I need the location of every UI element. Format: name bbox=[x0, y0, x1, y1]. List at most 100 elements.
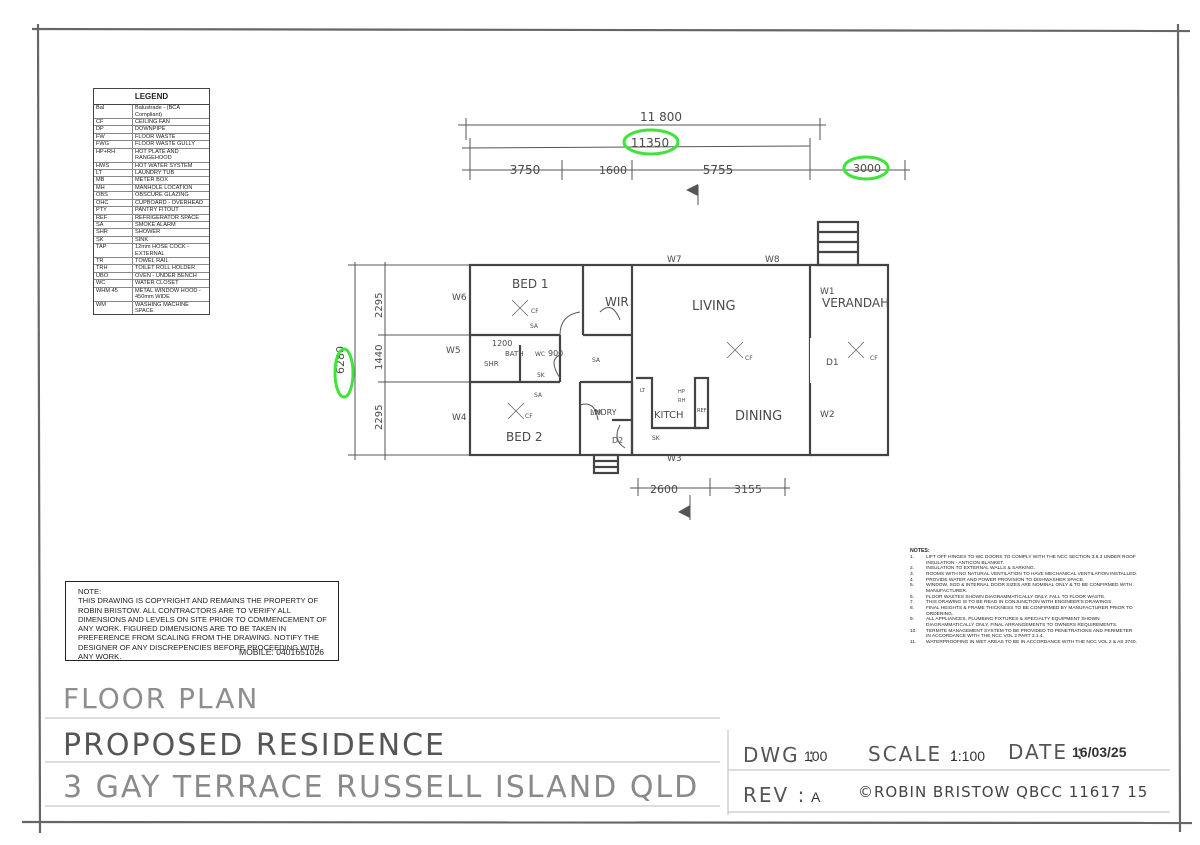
svg-text:REF: REF bbox=[697, 408, 707, 414]
svg-text:CF: CF bbox=[531, 308, 539, 315]
legend-code: MB bbox=[94, 177, 133, 184]
legend-desc: FLOOR WASTE bbox=[135, 133, 176, 140]
north-arrow-top bbox=[686, 184, 698, 196]
room-lndry: LNDRY bbox=[590, 408, 617, 417]
legend-title: LEGEND bbox=[94, 89, 209, 106]
north-arrow-bottom bbox=[678, 505, 690, 518]
project-address: 3 GAY TERRACE RUSSELL ISLAND QLD bbox=[63, 770, 700, 805]
svg-text:W7: W7 bbox=[667, 255, 682, 265]
dim-main: 11350 bbox=[631, 136, 669, 150]
dim-side-2: 1440 bbox=[374, 345, 385, 370]
svg-text:W3: W3 bbox=[667, 454, 682, 464]
dwg-label: DWG : bbox=[743, 743, 817, 767]
dim-overall: 11 800 bbox=[640, 110, 682, 124]
legend-code: FWG bbox=[94, 141, 133, 148]
dim-side-1: 2295 bbox=[374, 293, 385, 318]
svg-text:D1: D1 bbox=[826, 358, 839, 368]
legend-code: TRH bbox=[94, 265, 133, 272]
svg-text:SA: SA bbox=[530, 323, 539, 330]
legend-code: REF bbox=[94, 214, 133, 221]
svg-text:HP: HP bbox=[678, 389, 685, 395]
legend-desc: FLOOR WASTE GULLY bbox=[135, 141, 195, 148]
legend-desc: 12mm HOSE COCK - EXTERNAL bbox=[135, 244, 190, 257]
note-text: Window, SGD & internal door sizes are no… bbox=[926, 583, 1133, 595]
legend-desc: CUPBOARD - OVERHEAD bbox=[135, 199, 204, 206]
legend-desc: CEILING FAN bbox=[135, 119, 170, 126]
svg-text:CF: CF bbox=[745, 355, 753, 362]
dim-seg-1: 3750 bbox=[510, 163, 541, 177]
svg-text:W5: W5 bbox=[446, 346, 461, 356]
legend-code: WC bbox=[94, 280, 133, 287]
legend-code: CF bbox=[94, 119, 133, 126]
sheet-border bbox=[21, 23, 1193, 834]
note-text: All appliances, plumbing fixtures & spec… bbox=[926, 617, 1118, 628]
svg-text:SK: SK bbox=[537, 372, 546, 379]
copyright-mobile: MOBILE: 0401651026 bbox=[238, 646, 324, 657]
legend-desc: LAUNDRY TUB bbox=[135, 169, 175, 176]
room-wc: WC bbox=[535, 351, 545, 358]
legend-desc: Balustrade - (BCA Compliant) bbox=[135, 105, 180, 118]
legend-desc: WATER CLOSET bbox=[135, 280, 179, 287]
note-number: 10. bbox=[910, 628, 917, 634]
dim-seg-2: 1600 bbox=[599, 164, 627, 177]
note-item: 4.Provide water and power provision to d… bbox=[910, 578, 1138, 584]
title-block-lines bbox=[45, 717, 1170, 815]
svg-text:W2: W2 bbox=[820, 410, 835, 420]
dim-bottom-1: 2600 bbox=[650, 483, 678, 496]
legend-desc: DOWNPIPE bbox=[135, 126, 166, 133]
legend-desc: MANHOLE LOCATION bbox=[135, 184, 193, 191]
note-number: 6. bbox=[910, 594, 915, 600]
note-item: 9.All appliances, plumbing fixtures & sp… bbox=[910, 617, 1138, 628]
legend-desc: WASHING MACHINE SPACE bbox=[135, 301, 189, 314]
dimensions-left bbox=[348, 262, 470, 460]
legend-code: Bal bbox=[94, 105, 133, 119]
dwg-value: 100 bbox=[804, 748, 828, 764]
legend-desc: METER BOX bbox=[135, 177, 168, 184]
note-number: 2. bbox=[910, 566, 915, 572]
note-number: 4. bbox=[910, 577, 915, 583]
opening-labels: W7 W8 W1 W2 W3 W4 W5 W6 D1 D2 bbox=[446, 255, 839, 464]
note-number: 8. bbox=[910, 606, 915, 612]
legend-desc: HOT WATER SYSTEM bbox=[135, 162, 193, 169]
room-dining: DINING bbox=[735, 409, 782, 424]
note-text: Final heights & frame thickness to be co… bbox=[926, 606, 1133, 617]
scale-label: SCALE : bbox=[868, 742, 960, 766]
legend-code: WHM 45 bbox=[94, 287, 133, 301]
room-wir: WIR bbox=[605, 295, 629, 309]
svg-text:CF: CF bbox=[870, 355, 878, 362]
note-item: 1.Lift off hinges to WC doors to comply … bbox=[910, 555, 1138, 566]
note-item: 10. Termite management system to be provi… bbox=[910, 629, 1138, 640]
fixture-labels: CF CF CF CF SA SA SA SK SK REF WM HP RH … bbox=[525, 308, 878, 442]
room-kitch: KITCH bbox=[654, 410, 684, 421]
notes-rows: 1.Lift off hinges to WC doors to comply … bbox=[910, 555, 1138, 646]
room-labels: BED 1 WIR LIVING VERANDAH DINING KITCH L… bbox=[484, 277, 889, 444]
svg-text:W6: W6 bbox=[452, 293, 467, 303]
note-item: 8. Final heights & frame thickness to be … bbox=[910, 606, 1138, 617]
dim-bath: 1200 bbox=[492, 339, 512, 348]
dimensions-top bbox=[458, 118, 910, 205]
note-text: Termite management system to be provided… bbox=[926, 628, 1133, 640]
note-text: Lift off hinges to WC doors to comply wi… bbox=[926, 555, 1136, 566]
legend-desc: TOWEL RAIL bbox=[135, 258, 169, 265]
door-swings bbox=[553, 307, 626, 449]
legend-code: HWS bbox=[94, 162, 133, 169]
legend-code: SK bbox=[94, 236, 133, 244]
legend-desc: TOILET ROLL HOLDER bbox=[135, 265, 196, 272]
